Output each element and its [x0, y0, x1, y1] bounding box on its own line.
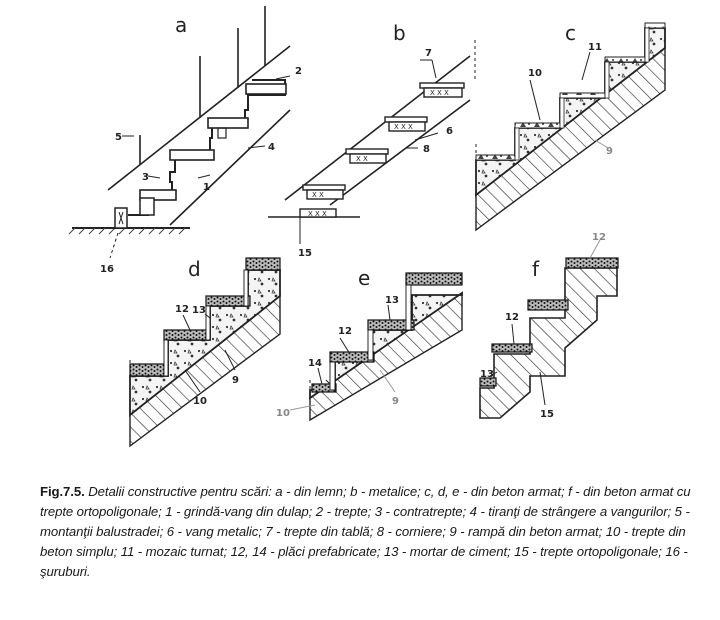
label-a-2: 2: [295, 66, 302, 77]
label-e-13: 13: [385, 295, 399, 306]
label-f-13: 13: [480, 369, 494, 380]
label-d-10: 10: [193, 396, 207, 407]
svg-text:X X X: X X X: [308, 210, 327, 218]
panel-a: a 1 2 3 4 5 16: [68, 6, 302, 275]
panel-c: c 10 11 9: [475, 21, 666, 232]
label-f-15: 15: [540, 409, 554, 420]
panel-e: e 12 13 14 9 10: [276, 266, 463, 422]
panel-letter-d: d: [188, 257, 201, 281]
panel-b: b X X X X X X X X X X X X X: [268, 21, 476, 259]
label-b-15: 15: [298, 248, 312, 259]
label-e-9: 9: [392, 396, 399, 407]
panel-letter-f: f: [532, 257, 540, 281]
panel-letter-a: a: [175, 13, 187, 37]
panel-letter-e: e: [358, 266, 370, 290]
label-d-12: 12: [175, 304, 189, 315]
label-f-12b: 12: [592, 232, 606, 243]
label-c-9: 9: [606, 146, 613, 157]
label-b-8: 8: [423, 144, 430, 155]
caption-text: Detalii constructive pentru scări: a - d…: [40, 484, 691, 579]
label-e-10: 10: [276, 408, 290, 419]
svg-text:X X X: X X X: [430, 89, 449, 97]
label-e-14: 14: [308, 358, 322, 369]
panel-f: f 12 12 13 15: [479, 232, 619, 420]
label-d-13: 13: [192, 305, 206, 316]
label-a-4: 4: [268, 142, 275, 153]
figure-caption: Fig.7.5. Detalii constructive pentru scă…: [40, 482, 700, 582]
label-b-7: 7: [425, 48, 432, 59]
svg-text:X X X: X X X: [394, 123, 413, 131]
label-b-6: 6: [446, 126, 453, 137]
label-e-12: 12: [338, 326, 352, 337]
label-f-12a: 12: [505, 312, 519, 323]
svg-text:X X: X X: [356, 155, 368, 163]
label-a-1: 1: [203, 182, 210, 193]
label-d-9: 9: [232, 375, 239, 386]
panel-letter-b: b: [393, 21, 406, 45]
label-a-3: 3: [142, 172, 149, 183]
label-a-16: 16: [100, 264, 114, 275]
panel-letter-c: c: [565, 21, 576, 45]
svg-text:X X: X X: [312, 191, 324, 199]
label-a-5: 5: [115, 132, 122, 143]
figure-number: Fig.7.5.: [40, 484, 85, 499]
stair-details-figure: a 1 2 3 4 5 16: [68, 6, 666, 448]
label-c-10: 10: [528, 68, 542, 79]
label-c-11: 11: [588, 42, 602, 53]
panel-d: d 12 13 10 9: [129, 257, 281, 448]
